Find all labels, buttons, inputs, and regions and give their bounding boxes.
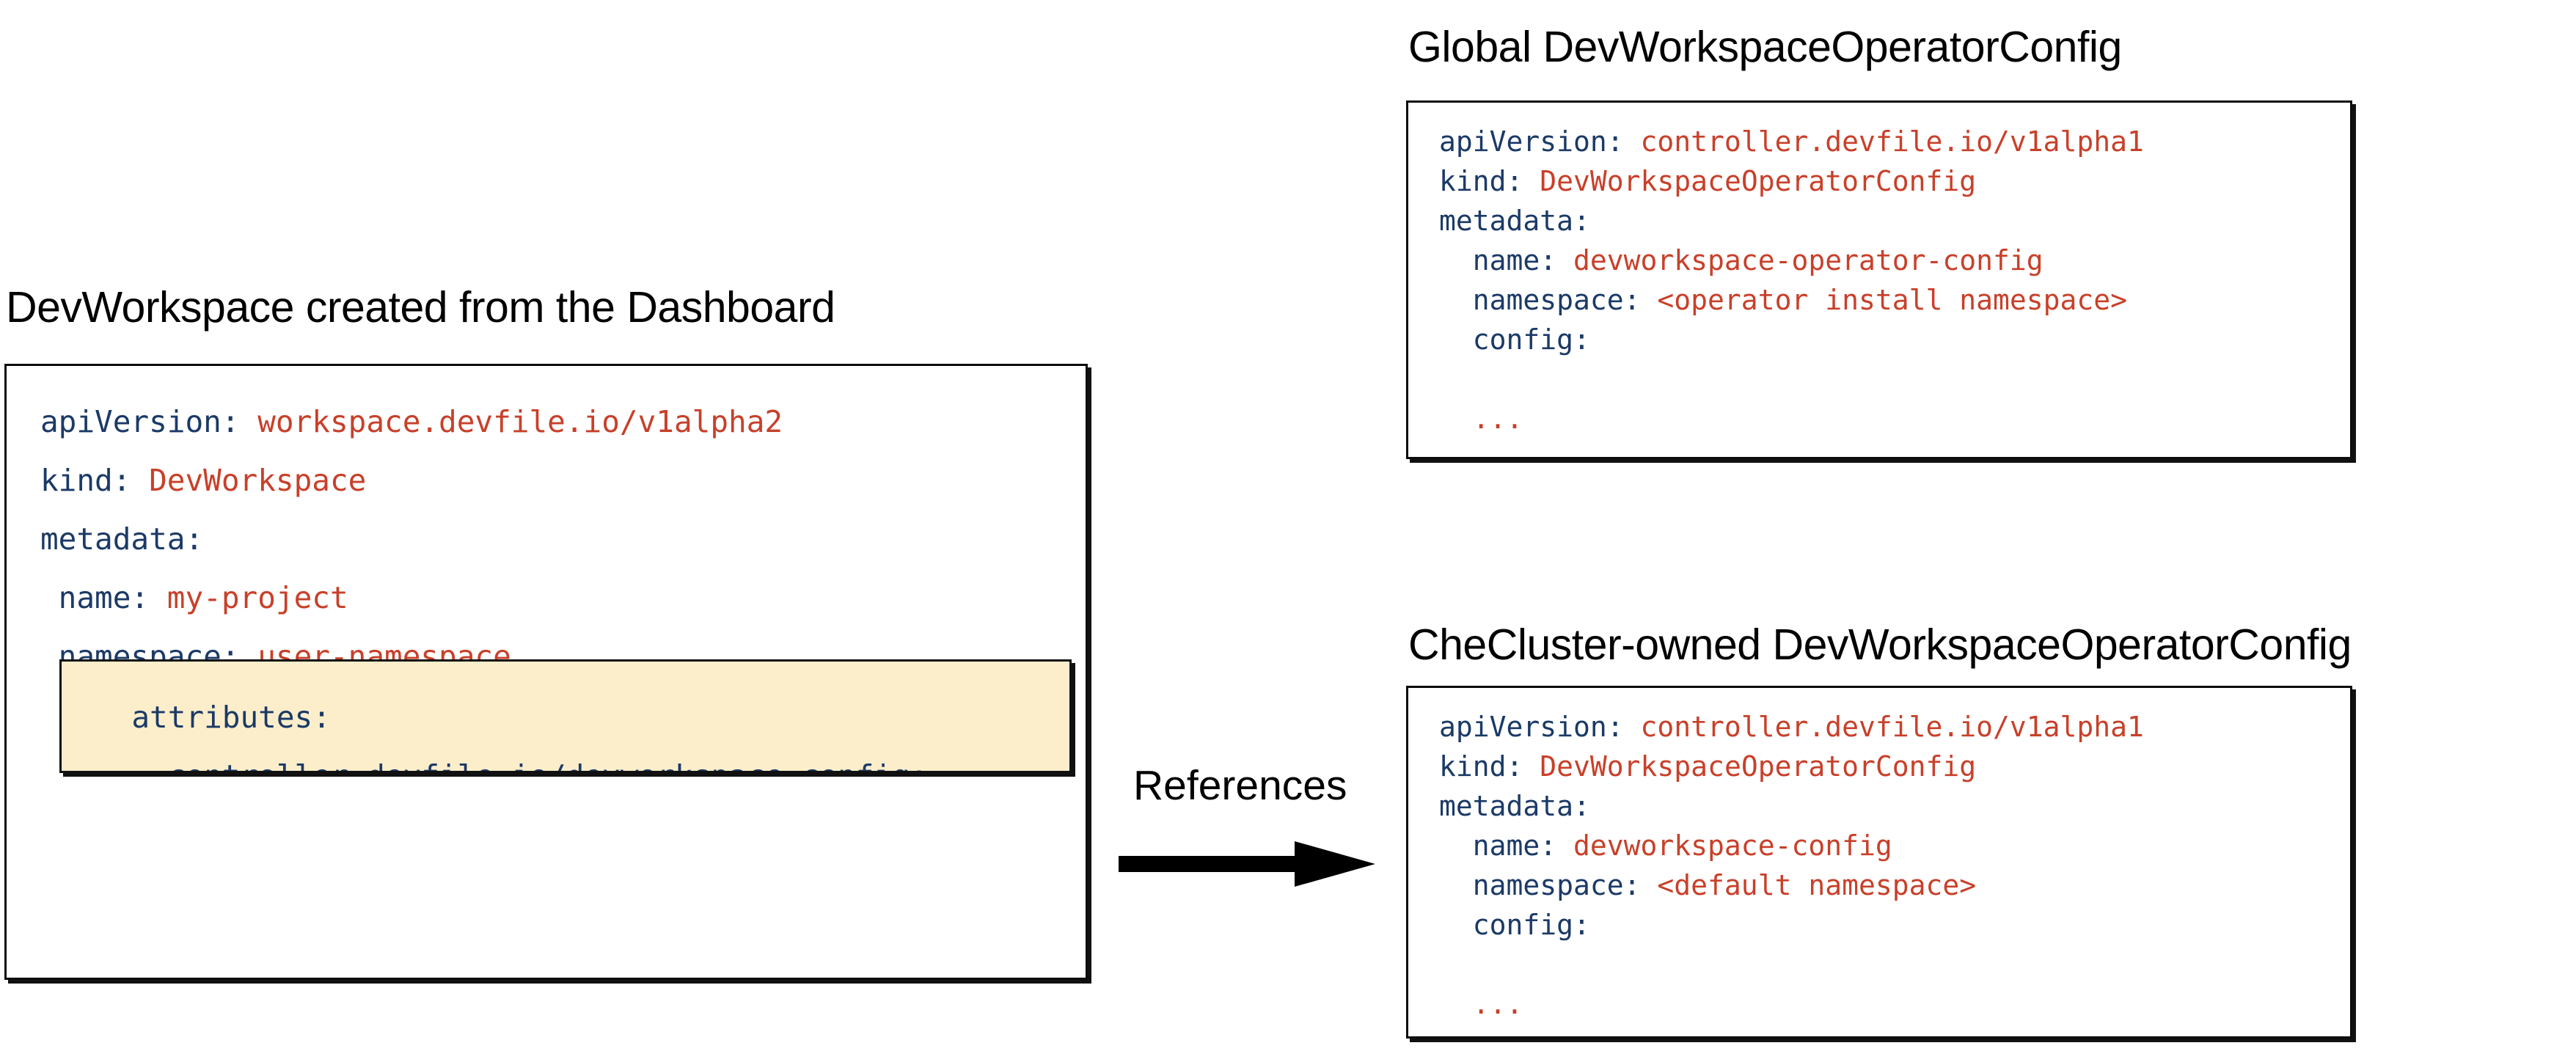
devworkspace-config-attribute-highlight: attributes: controller.devfile.io/devwor…: [59, 659, 1072, 773]
devworkspace-highlight-yaml-code: attributes: controller.devfile.io/devwor…: [131, 700, 928, 771]
global-dwoc-code-box: apiVersion: controller.devfile.io/v1alph…: [1406, 100, 2352, 459]
checluster-dwoc-panel-title: CheCluster-owned DevWorkspaceOperatorCon…: [1408, 620, 2352, 669]
references-arrow-icon: [1119, 841, 1375, 887]
devworkspace-code-box: apiVersion: workspace.devfile.io/v1alpha…: [4, 364, 1088, 980]
checluster-dwoc-code-box: apiVersion: controller.devfile.io/v1alph…: [1406, 686, 2352, 1039]
devworkspace-panel-title: DevWorkspace created from the Dashboard: [6, 283, 835, 332]
references-connector-label: References: [1133, 762, 1347, 809]
global-dwoc-panel-title: Global DevWorkspaceOperatorConfig: [1408, 23, 2122, 71]
global-dwoc-yaml-code: apiVersion: controller.devfile.io/v1alph…: [1439, 125, 2144, 435]
checluster-dwoc-yaml-code: apiVersion: controller.devfile.io/v1alph…: [1439, 711, 2144, 1020]
